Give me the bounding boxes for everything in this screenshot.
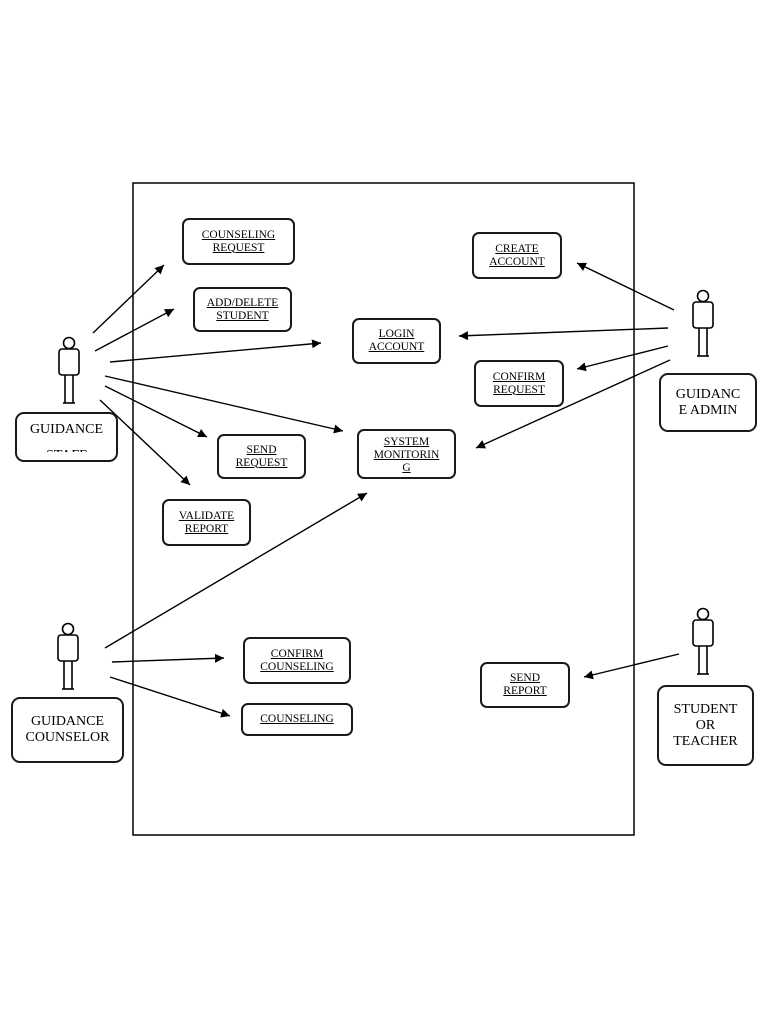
use-case-system-monitoring: SYSTEM MONITORIN G bbox=[357, 429, 456, 479]
actor-figure-guidance-admin bbox=[692, 289, 714, 357]
use-case-confirm-request: CONFIRM REQUEST bbox=[474, 360, 564, 407]
actor-label-student-teacher: STUDENT OR TEACHER bbox=[657, 685, 754, 766]
assoc-counselor-counseling bbox=[109, 676, 231, 718]
use-case-create-account: CREATE ACCOUNT bbox=[472, 232, 562, 279]
assoc-admin-login-account bbox=[458, 327, 669, 341]
assoc-admin-system-monitoring bbox=[475, 359, 671, 449]
assoc-admin-create-account bbox=[576, 262, 675, 311]
use-case-login-account: LOGIN ACCOUNT bbox=[352, 318, 441, 364]
assoc-staff-send-request bbox=[104, 385, 208, 438]
assoc-staff-login-account bbox=[109, 339, 322, 363]
actor-label-guidance-staff: GUIDANCE STAFF bbox=[15, 412, 118, 462]
assoc-counselor-confirm-counseling bbox=[111, 653, 225, 663]
system-boundary bbox=[132, 182, 635, 836]
actor-figure-guidance-staff bbox=[58, 336, 80, 404]
actor-label-guidance-counselor: GUIDANCE COUNSELOR bbox=[11, 697, 124, 763]
use-case-send-request: SEND REQUEST bbox=[217, 434, 306, 479]
use-case-counseling-request: COUNSELING REQUEST bbox=[182, 218, 295, 265]
assoc-staff-counseling-request bbox=[92, 264, 165, 334]
actor-figure-student-teacher bbox=[692, 607, 714, 675]
actor-label-guidance-admin: GUIDANC E ADMIN bbox=[659, 373, 757, 432]
use-case-send-report: SEND REPORT bbox=[480, 662, 570, 708]
assoc-staff-system-monitoring bbox=[104, 375, 344, 434]
use-case-counseling: COUNSELING bbox=[241, 703, 353, 736]
assoc-admin-confirm-request bbox=[576, 345, 669, 372]
use-case-validate-report: VALIDATE REPORT bbox=[162, 499, 251, 546]
use-case-add-delete-student: ADD/DELETE STUDENT bbox=[193, 287, 292, 332]
use-case-confirm-counseling: CONFIRM COUNSELING bbox=[243, 637, 351, 684]
assoc-staff-add-delete-student bbox=[94, 308, 175, 352]
actor-figure-guidance-counselor bbox=[57, 622, 79, 690]
assoc-student-send-report bbox=[583, 653, 680, 680]
assoc-counselor-system-monitoring bbox=[104, 492, 368, 649]
